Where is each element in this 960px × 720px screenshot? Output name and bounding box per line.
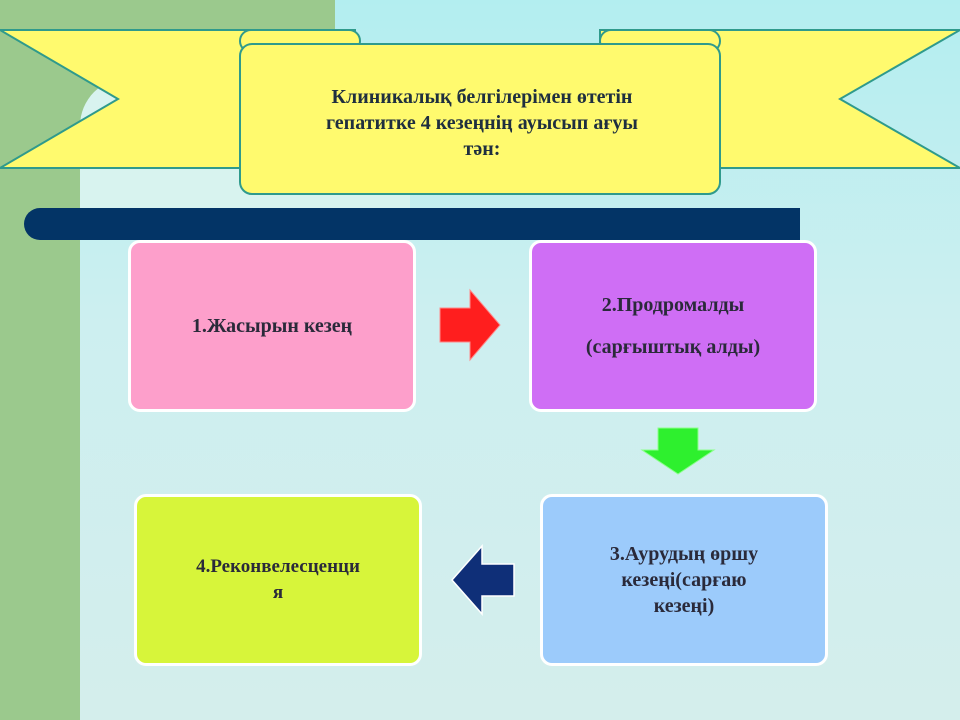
stage-2-label-line: 2.Продромалды — [601, 294, 745, 316]
stage-4-label-line: 4.Реконвелесценци — [196, 556, 360, 577]
stage-3-box: 3.Аурудың өршу кезеңі(сарғаю кезеңі) — [540, 494, 828, 666]
stage-1-label: 1.Жасырын кезең — [191, 315, 353, 337]
arrow-down-icon — [640, 427, 716, 475]
stage-2-box: 2.Продромалды (сарғыштық алды) — [529, 240, 817, 412]
title-line: гепатитке 4 кезеңнің ауысып ағуы — [325, 112, 639, 134]
stage-3-label-line: 3.Аурудың өршу — [609, 543, 759, 565]
dark-bar — [24, 208, 800, 240]
title-line: тән: — [463, 138, 501, 160]
stage-1-box: 1.Жасырын кезең — [128, 240, 416, 412]
page-title: Клиникалық белгілерімен өтетін гепатитке… — [262, 84, 702, 162]
stage-3-label-line: кезеңі) — [653, 595, 715, 617]
stage-3-label-line: кезеңі(сарғаю — [621, 569, 747, 591]
arrow-right-icon — [439, 288, 501, 362]
arrow-left-icon — [450, 544, 515, 616]
title-line: Клиникалық белгілерімен өтетін — [331, 86, 633, 108]
stage-4-label-line: я — [272, 582, 284, 603]
stage-2-label-line: (сарғыштық алды) — [585, 336, 761, 358]
stage-4-box: 4.Реконвелесценци я — [134, 494, 422, 666]
banner-scroll — [239, 43, 721, 195]
